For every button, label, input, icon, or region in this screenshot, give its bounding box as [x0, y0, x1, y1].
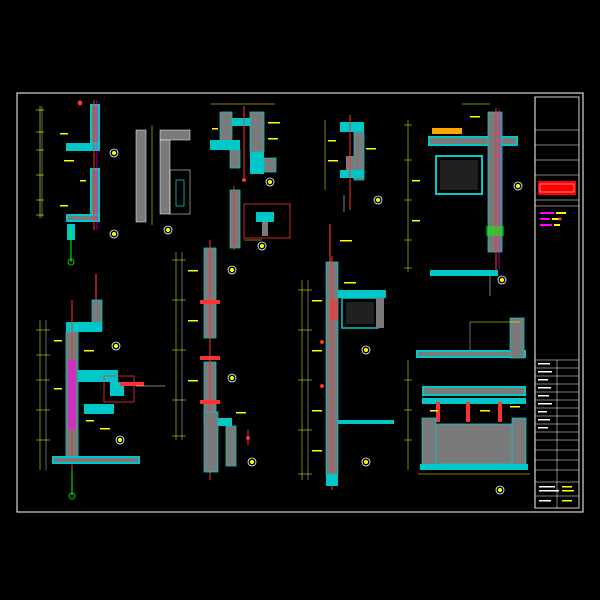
detail-10: [416, 317, 526, 359]
title-block: [534, 96, 580, 509]
detail-7: [36, 274, 165, 500]
bottom-info-strip: [534, 482, 574, 508]
title-block-red-stamp: [538, 181, 576, 195]
detail-3: [210, 103, 280, 187]
detail-8: [172, 240, 257, 480]
sheet-outer-border: [16, 92, 584, 513]
detail-6: [404, 103, 523, 296]
title-block-magenta-notes: [540, 212, 554, 226]
detail-11: [404, 360, 530, 495]
detail-4: [229, 186, 291, 251]
detail-9: [298, 224, 394, 490]
detail-2: [135, 125, 191, 235]
title-block-table: [535, 359, 579, 508]
detail-5: [324, 115, 383, 212]
title-block-stamp-box: [539, 183, 575, 193]
detail-1: [36, 100, 119, 266]
